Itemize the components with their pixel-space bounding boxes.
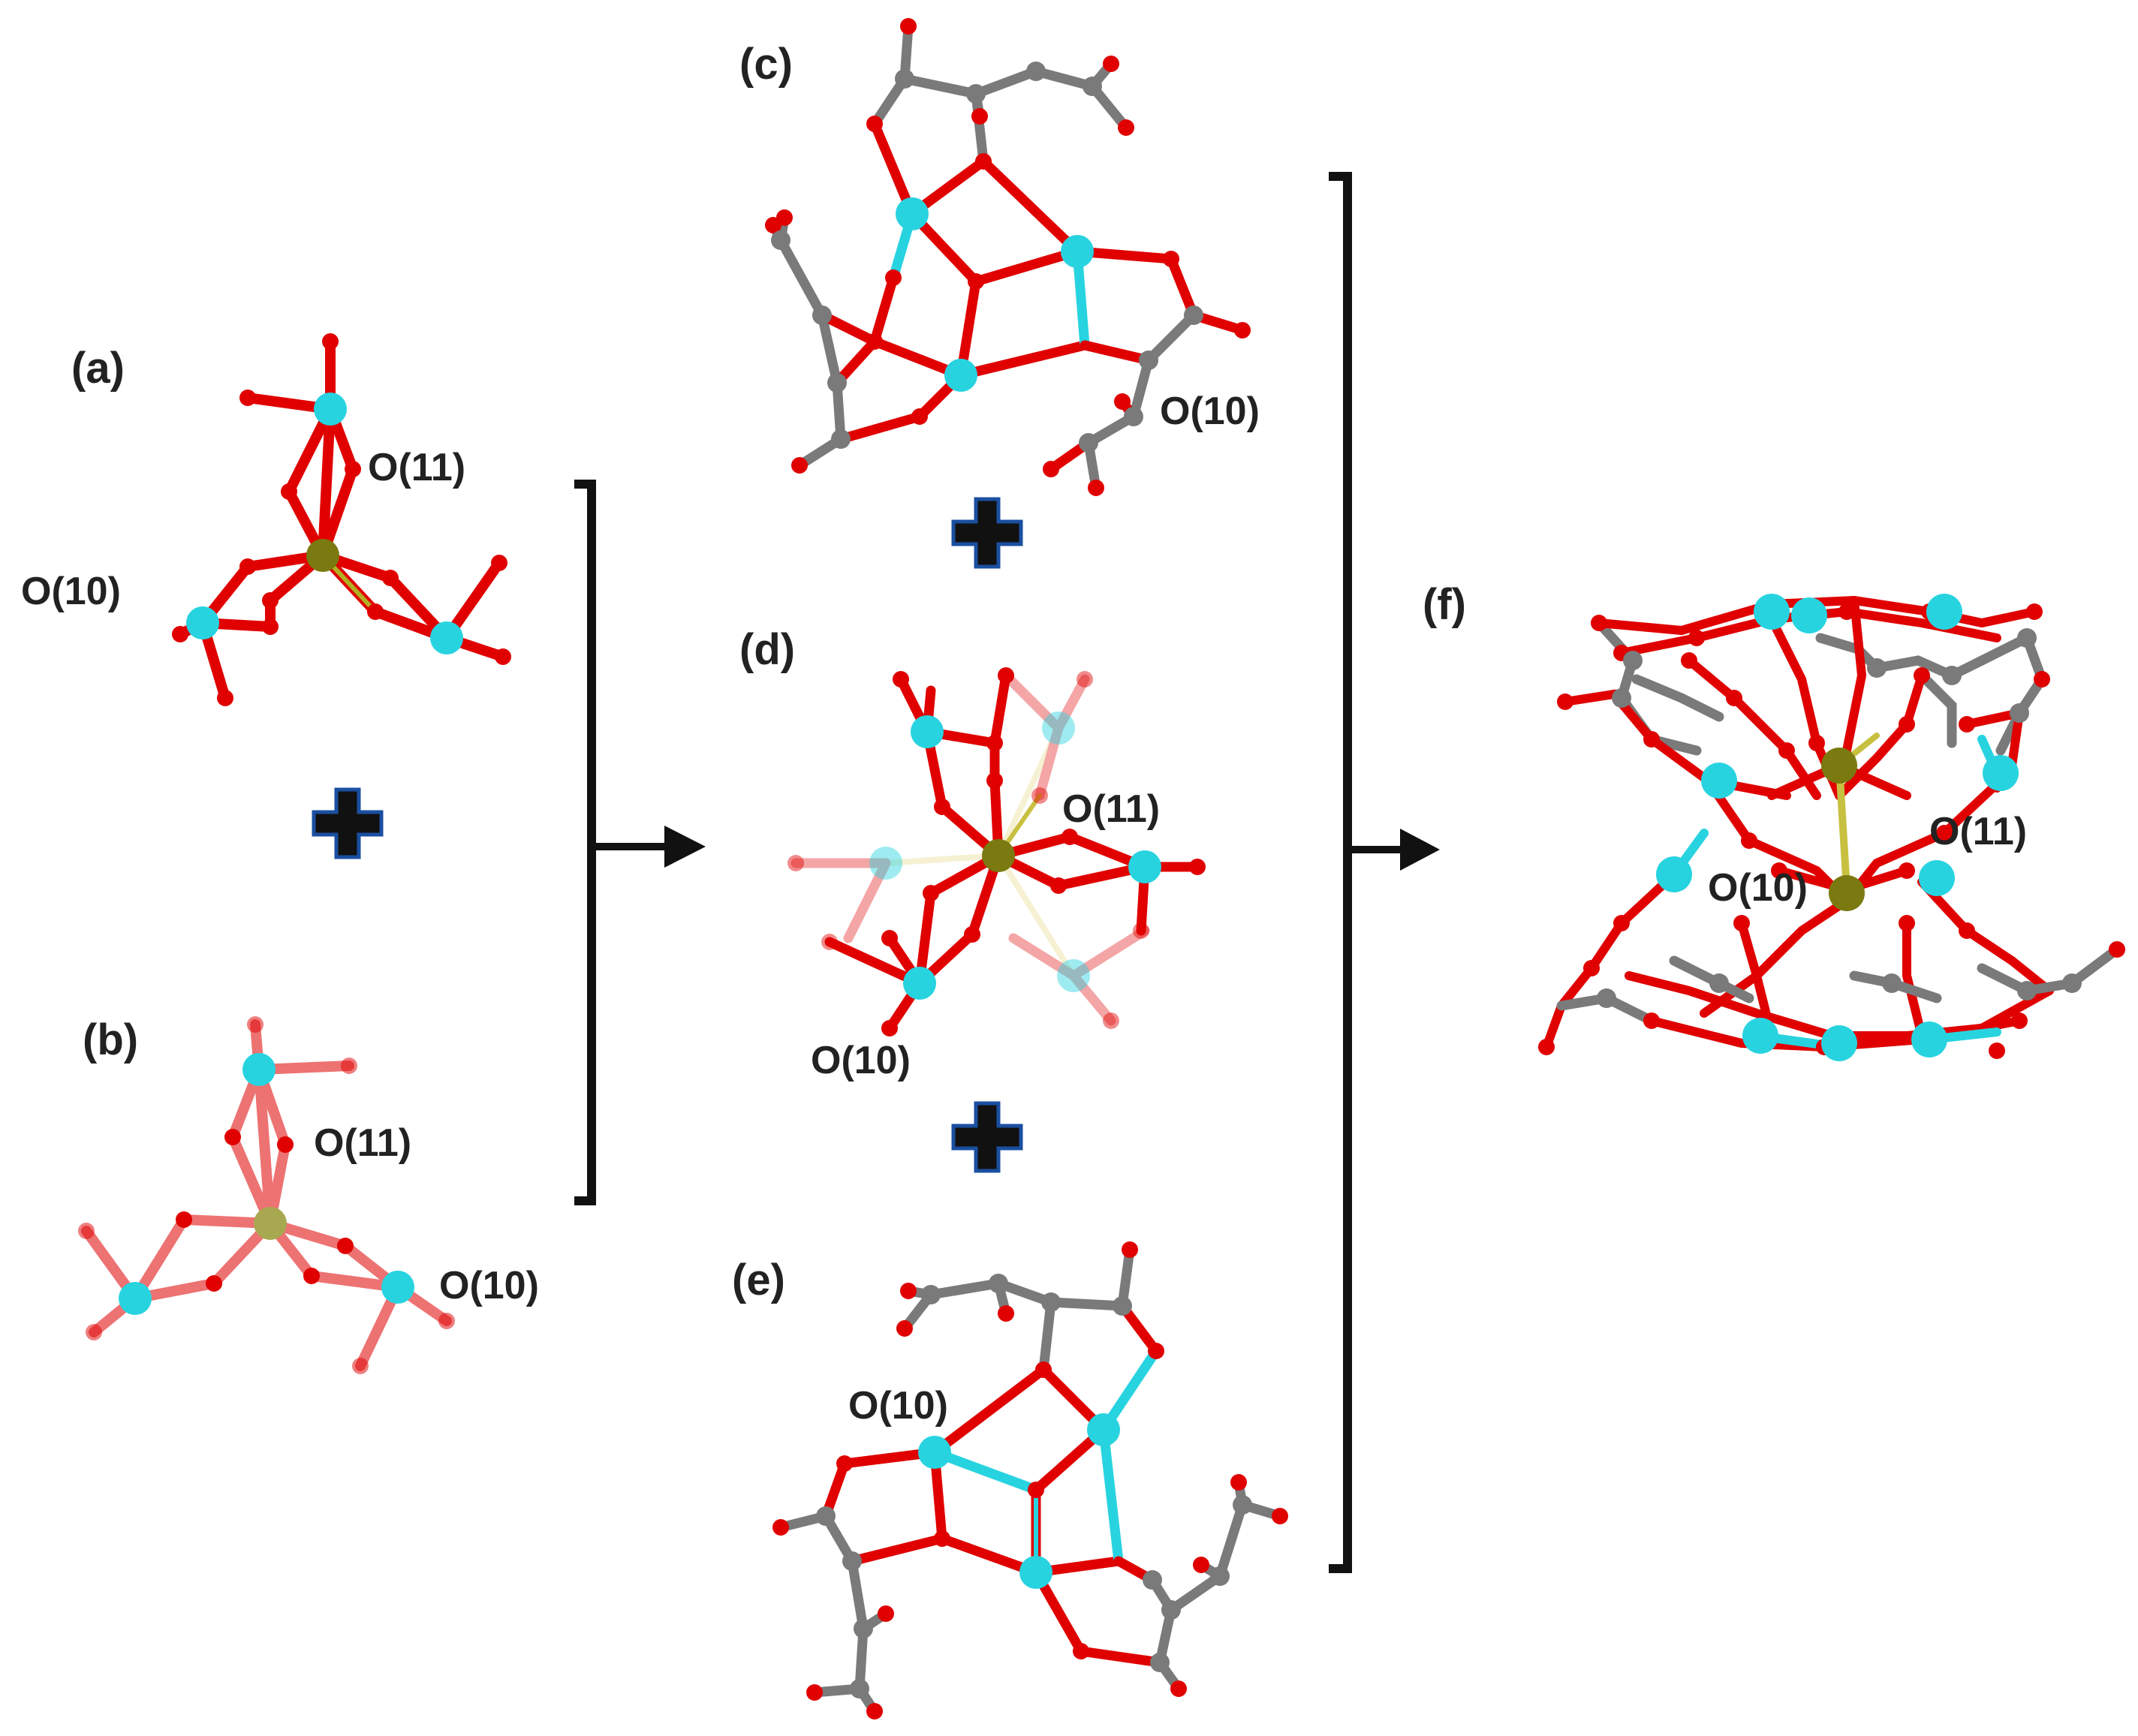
panel-d-o10-label: O(10) [811,1039,911,1082]
panel-d-o11-label: O(11) [1062,787,1160,831]
arrow-right-icon-1 [664,826,706,868]
panel-a-tag: (a) [71,344,125,393]
panel-c: (c) O(10) [739,18,1260,496]
panel-e-tag: (e) [732,1256,785,1304]
panel-b-tag: (b) [83,1015,138,1064]
panel-f: (f) O(11) O(10) [1423,580,2125,1061]
panel-b: (b) O(11) O(10) [78,1015,539,1374]
panel-d: (d) O(11) O(10) [739,625,1206,1082]
panel-a: (a) O(11) O(10) [21,333,511,706]
panel-b-o10-label: O(10) [439,1264,539,1307]
bracket-right [1329,172,1440,1573]
plus-icon-de [951,1101,1023,1173]
plus-icon-cd [951,497,1023,569]
panel-f-tag: (f) [1423,580,1466,629]
panel-c-o10-label: O(10) [1160,390,1260,433]
panel-b-o11-label: O(11) [314,1121,411,1165]
panel-e-o10-label: O(10) [848,1384,948,1428]
panel-a-o11-label: O(11) [368,446,465,489]
panel-f-o10-label: O(10) [1708,866,1808,910]
panel-a-o10-label: O(10) [21,570,121,613]
arrow-right-icon-2 [1400,829,1440,871]
panel-c-tag: (c) [739,40,793,89]
panel-e: (e) O(10) [732,1241,1288,1719]
panel-d-tag: (d) [739,625,795,674]
panel-f-o11-label: O(11) [1929,810,2027,853]
plus-icon-ab [312,787,384,859]
bracket-left [574,480,706,1205]
